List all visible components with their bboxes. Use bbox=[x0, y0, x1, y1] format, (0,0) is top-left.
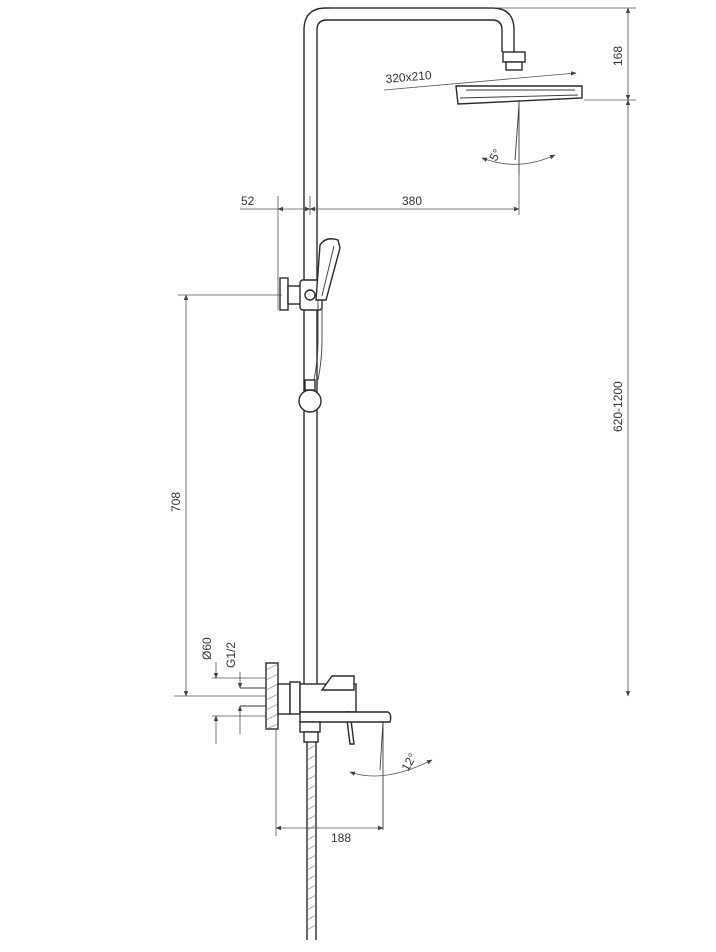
arm-reach-dimension: 52 380 bbox=[240, 175, 520, 310]
column-range-dimension: 620-1200 bbox=[611, 99, 631, 697]
wall-plate-dimension: Ø60 bbox=[200, 637, 266, 744]
spout-reach-label: 188 bbox=[331, 831, 351, 845]
slider-knob bbox=[298, 379, 322, 413]
holder-height-dimension: 708 bbox=[169, 294, 320, 697]
spout-reach-dimension: 188 bbox=[275, 729, 384, 845]
thread-label: G1/2 bbox=[224, 642, 238, 668]
mixer-valve bbox=[289, 675, 392, 745]
head-tilt-indicator: 5° bbox=[481, 100, 556, 175]
arm-reach-label: 380 bbox=[402, 194, 422, 208]
wall-connection bbox=[240, 662, 291, 730]
riser-pipe bbox=[303, 7, 515, 690]
holder-height-label: 708 bbox=[169, 492, 183, 512]
thread-dimension: G1/2 bbox=[224, 642, 243, 734]
column-range-label: 620-1200 bbox=[611, 381, 625, 432]
head-drop-label: 168 bbox=[611, 46, 625, 66]
head-size-dimension: 320x210 bbox=[383, 68, 577, 91]
head-tilt-label: 5° bbox=[486, 146, 504, 163]
overhead-shower-head bbox=[455, 51, 583, 105]
hand-shower bbox=[313, 238, 341, 381]
spout-tilt-indicator: 12° bbox=[349, 721, 433, 830]
spout-tilt-label: 12° bbox=[398, 751, 419, 774]
hose bbox=[303, 731, 319, 940]
bracket-offset-label: 52 bbox=[241, 194, 255, 208]
head-size-label: 320x210 bbox=[385, 68, 432, 86]
hand-shower-holder bbox=[279, 277, 323, 311]
wall-plate-label: Ø60 bbox=[200, 637, 214, 660]
